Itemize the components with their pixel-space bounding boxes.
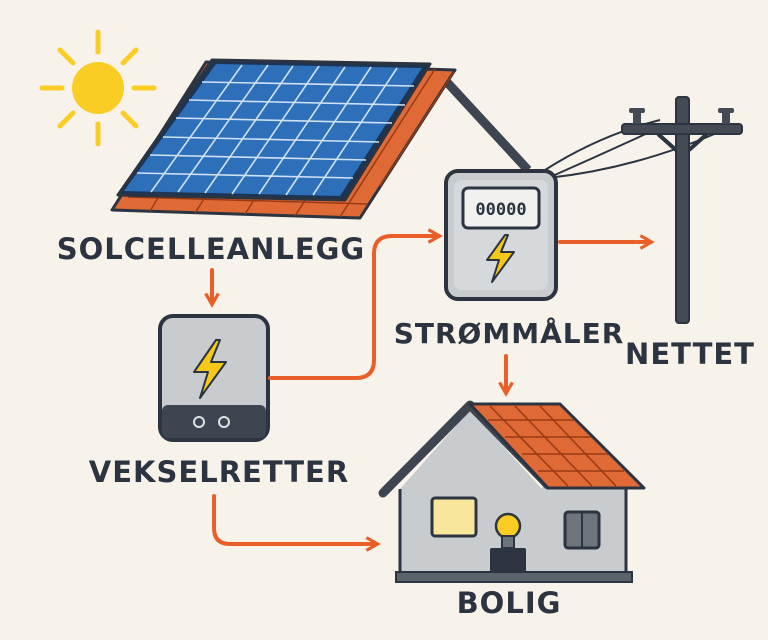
- lightning-bolt-icon: [193, 339, 227, 399]
- roof-with-solar-panel: [110, 58, 532, 220]
- solar-label: SOLCELLEANLEGG: [56, 232, 366, 266]
- inverter-icon: [158, 314, 270, 442]
- light-bulb-icon: [490, 512, 526, 572]
- lightning-bolt-icon: [486, 234, 515, 283]
- flow-arrows: [204, 228, 655, 552]
- home-label: BOLIG: [456, 586, 562, 620]
- inverter-label: VEKSELRETTER: [88, 455, 350, 489]
- meter-label: STRØMMÅLER: [393, 317, 625, 350]
- house-icon: [378, 400, 646, 583]
- grid-label: NETTET: [625, 337, 755, 371]
- arrow-inverter-to-home: [212, 494, 381, 552]
- sun-icon: [39, 29, 157, 147]
- meter-icon: 00000: [444, 169, 558, 301]
- arrow-inverter-to-meter: [268, 228, 443, 380]
- utility-pole-icon: [621, 96, 743, 324]
- meter-display: 00000: [475, 200, 526, 220]
- solar-panel-icon: [116, 58, 432, 202]
